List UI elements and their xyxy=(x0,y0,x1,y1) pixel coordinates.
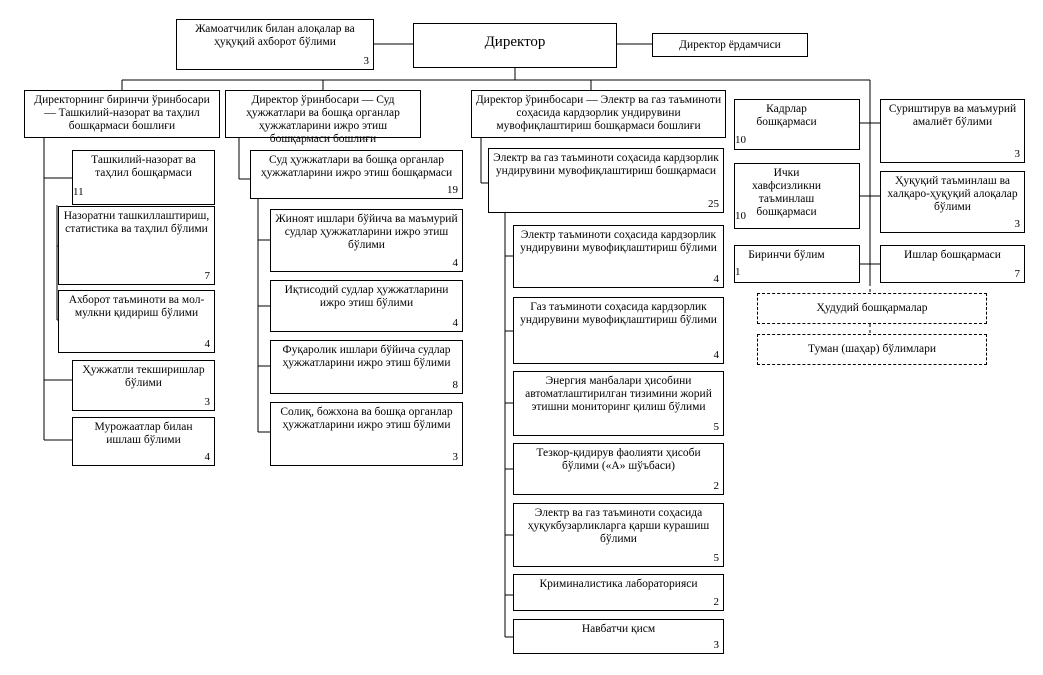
district-offices-label: Туман (шаҳар) бўлимлари xyxy=(808,343,936,355)
col5-unit-box: Ишлар бошқармаси 7 xyxy=(880,245,1025,283)
col2-unit-label: Жиноят ишлари бўйича ва маъмурий судлар … xyxy=(275,213,458,251)
col5-unit-count: 3 xyxy=(1014,218,1021,230)
col1-unit-count: 7 xyxy=(204,270,211,282)
col3-unit-count: 25 xyxy=(708,198,719,210)
col2-unit-box: Фуқаролик ишлари бўйича судлар ҳужжатлар… xyxy=(270,340,463,394)
col3-unit-label: Криминалистика лабораторияси xyxy=(539,578,698,590)
assistant-box: Директор ёрдамчиси xyxy=(652,33,808,57)
col2-unit-count: 19 xyxy=(447,184,458,196)
col2-unit-count: 4 xyxy=(452,317,459,329)
col1-unit-box: Мурожаатлар билан ишлаш бўлими 4 xyxy=(72,417,215,466)
col1-unit-label: Ташкилий-назорат ва таҳлил бошқармаси xyxy=(91,154,196,179)
public-relations-box: Жамоатчилик билан алоқалар ва ҳуқуқий ах… xyxy=(176,19,374,70)
col4-unit-label: Биринчи бўлим xyxy=(748,249,825,261)
col3-unit-box: Электр ва газ таъминоти соҳасида ҳуқукбу… xyxy=(513,503,724,567)
col1-unit-label: Мурожаатлар билан ишлаш бўлими xyxy=(94,421,193,446)
col2-unit-count: 4 xyxy=(452,257,459,269)
regional-offices-box: Ҳудудий бошқармалар xyxy=(757,293,987,324)
col3-unit-box: Газ таъминоти соҳасида кардзорлик ундиру… xyxy=(513,297,724,364)
col3-unit-box: Криминалистика лабораторияси 2 xyxy=(513,574,724,611)
col4-unit-box: Кадрлар бошқармаси 10 xyxy=(734,99,860,150)
col3-unit-count: 2 xyxy=(713,480,720,492)
col3-unit-count: 3 xyxy=(713,639,720,651)
deputy-energy-box: Директор ўринбосари — Электр ва газ таъм… xyxy=(471,90,726,138)
col5-unit-count: 7 xyxy=(1014,268,1021,280)
col2-unit-label: Солиқ, божхона ва бошқа органлар ҳужжатл… xyxy=(280,406,453,431)
col5-unit-box: Ҳуқуқий таъминлаш ва халқаро-ҳуқуқий ало… xyxy=(880,171,1025,233)
col5-unit-box: Суриштирув ва маъмурий амалиёт бўлими 3 xyxy=(880,99,1025,163)
col3-unit-count: 4 xyxy=(713,273,720,285)
col3-unit-box: Энергия манбалари ҳисобини автоматлаштир… xyxy=(513,371,724,436)
col2-unit-label: Фуқаролик ишлари бўйича судлар ҳужжатлар… xyxy=(282,344,451,369)
col2-unit-count: 3 xyxy=(452,451,459,463)
col3-unit-count: 5 xyxy=(713,421,720,433)
col5-unit-label: Ишлар бошқармаси xyxy=(904,249,1001,261)
col2-unit-box: Солиқ, божхона ва бошқа органлар ҳужжатл… xyxy=(270,402,463,466)
col3-unit-count: 2 xyxy=(713,596,720,608)
col4-unit-label: Ички хавфсизликни таъминлаш бошқармаси xyxy=(751,167,822,218)
col1-unit-box: Ахборот таъминоти ва мол-мулкни қидириш … xyxy=(58,290,215,353)
col3-unit-box: Электр таъминоти соҳасида кардзорлик унд… xyxy=(513,225,724,288)
public-relations-label: Жамоатчилик билан алоқалар ва ҳуқуқий ах… xyxy=(195,23,355,48)
col1-unit-box: Ташкилий-назорат ва таҳлил бошқармаси 11 xyxy=(72,150,215,205)
deputy-energy-label: Директор ўринбосари — Электр ва газ таъм… xyxy=(475,94,722,132)
col3-unit-count: 5 xyxy=(713,552,720,564)
col1-unit-label: Ҳужжатли текширишлар бўлими xyxy=(82,364,205,389)
col1-unit-label: Назоратни ташкиллаштириш, статистика ва … xyxy=(63,210,210,235)
col3-unit-label: Электр таъминоти соҳасида кардзорлик унд… xyxy=(520,229,717,254)
col1-unit-label: Ахборот таъминоти ва мол-мулкни қидириш … xyxy=(68,294,205,319)
col1-unit-count: 3 xyxy=(204,396,211,408)
col3-unit-label: Тезкор-қидирув фаолияти ҳисоби бўлими («… xyxy=(536,447,701,472)
col3-unit-label: Электр ва газ таъминоти соҳасида ҳуқукбу… xyxy=(527,507,710,545)
col4-unit-count: 10 xyxy=(735,134,746,146)
col1-unit-count: 11 xyxy=(73,186,84,198)
col1-unit-count: 4 xyxy=(204,451,211,463)
public-relations-count: 3 xyxy=(363,55,370,67)
col1-unit-box: Назоратни ташкиллаштириш, статистика ва … xyxy=(58,206,215,285)
col3-unit-count: 4 xyxy=(713,349,720,361)
district-offices-box: Туман (шаҳар) бўлимлари xyxy=(757,334,987,365)
deputy-court-box: Директор ўринбосари — Суд ҳужжатлари ва … xyxy=(225,90,421,145)
col4-unit-box: Биринчи бўлим 1 xyxy=(734,245,860,283)
col5-unit-count: 3 xyxy=(1014,148,1021,160)
col1-unit-count: 4 xyxy=(204,338,211,350)
first-deputy-label: Директорнинг биринчи ўринбосари — Ташкил… xyxy=(34,94,210,132)
director-label: Директор xyxy=(484,34,546,50)
assistant-label: Директор ёрдамчиси xyxy=(679,39,781,51)
col3-unit-label: Навбатчи қисм xyxy=(581,623,656,635)
col2-unit-box: Жиноят ишлари бўйича ва маъмурий судлар … xyxy=(270,209,463,272)
col3-unit-label: Энергия манбалари ҳисобини автоматлаштир… xyxy=(525,375,712,413)
col3-unit-box: Электр ва газ таъминоти соҳасида кардзор… xyxy=(488,148,724,213)
col5-unit-label: Суриштирув ва маъмурий амалиёт бўлими xyxy=(888,103,1017,128)
col2-unit-box: Суд ҳужжатлари ва бошқа органлар ҳужжатл… xyxy=(250,150,463,199)
col4-unit-box: Ички хавфсизликни таъминлаш бошқармаси 1… xyxy=(734,163,860,229)
col4-unit-label: Кадрлар бошқармаси xyxy=(756,103,817,128)
col4-unit-count: 10 xyxy=(735,210,746,222)
col2-unit-label: Суд ҳужжатлари ва бошқа органлар ҳужжатл… xyxy=(260,154,453,179)
first-deputy-box: Директорнинг биринчи ўринбосари — Ташкил… xyxy=(24,90,220,138)
deputy-court-label: Директор ўринбосари — Суд ҳужжатлари ва … xyxy=(246,94,400,145)
col3-unit-label: Газ таъминоти соҳасида кардзорлик ундиру… xyxy=(520,301,717,326)
col1-unit-box: Ҳужжатли текширишлар бўлими 3 xyxy=(72,360,215,411)
regional-offices-label: Ҳудудий бошқармалар xyxy=(816,302,928,314)
col2-unit-label: Иқтисодий судлар ҳужжатларини ижро этиш … xyxy=(284,284,449,309)
col3-unit-label: Электр ва газ таъминоти соҳасида кардзор… xyxy=(493,152,719,177)
col4-unit-count: 1 xyxy=(735,266,741,278)
col2-unit-box: Иқтисодий судлар ҳужжатларини ижро этиш … xyxy=(270,280,463,332)
col5-unit-label: Ҳуқуқий таъминлаш ва халқаро-ҳуқуқий ало… xyxy=(887,175,1018,213)
col3-unit-box: Навбатчи қисм 3 xyxy=(513,619,724,654)
director-box: Директор xyxy=(413,23,617,68)
col2-unit-count: 8 xyxy=(452,379,459,391)
col3-unit-box: Тезкор-қидирув фаолияти ҳисоби бўлими («… xyxy=(513,443,724,495)
